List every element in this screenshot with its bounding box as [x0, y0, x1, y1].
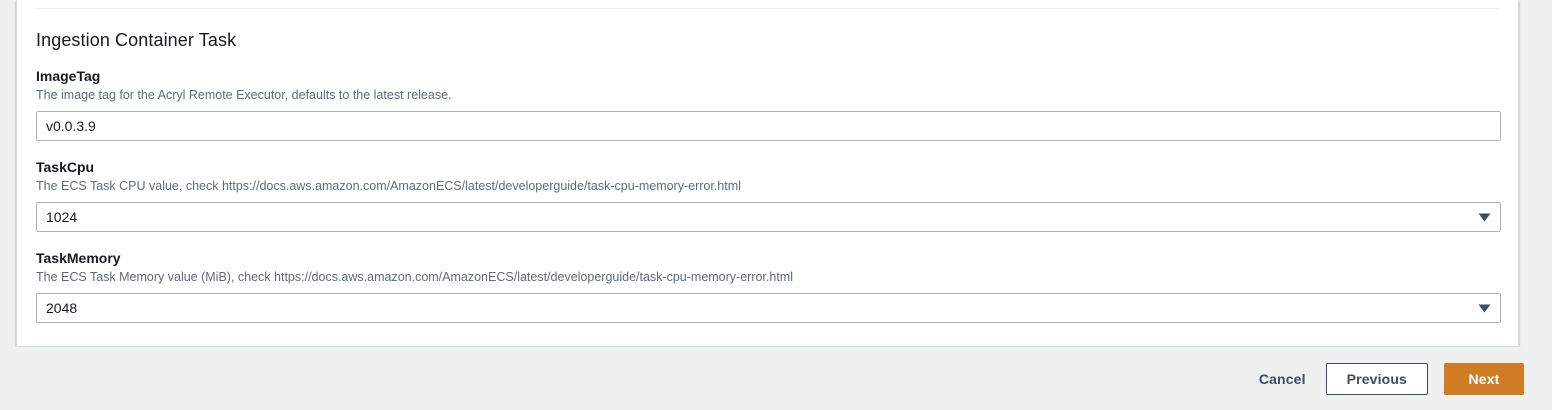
taskmemory-select-value: 2048	[46, 300, 78, 316]
field-label-imagetag: ImageTag	[36, 68, 101, 84]
form-card-inner: Ingestion Container Task ImageTag The im…	[17, 8, 1518, 323]
previous-button[interactable]: Previous	[1325, 362, 1428, 395]
imagetag-input[interactable]	[36, 111, 1501, 141]
form-field-taskcpu: TaskCpu The ECS Task CPU value, check ht…	[36, 158, 1501, 232]
taskcpu-select-value: 1024	[46, 209, 78, 225]
field-description-imagetag: The image tag for the Acryl Remote Execu…	[36, 88, 452, 102]
next-button[interactable]: Next	[1444, 362, 1524, 395]
field-description-taskcpu: The ECS Task CPU value, check https://do…	[36, 179, 741, 193]
taskcpu-select[interactable]: 1024	[36, 202, 1501, 232]
form-field-taskmemory: TaskMemory The ECS Task Memory value (Mi…	[36, 249, 1501, 323]
field-control-taskmemory: 2048	[36, 293, 1501, 323]
section-divider	[36, 8, 1499, 9]
cancel-button[interactable]: Cancel	[1255, 365, 1310, 393]
section-title: Ingestion Container Task	[36, 30, 237, 50]
taskmemory-select[interactable]: 2048	[36, 293, 1501, 323]
field-description-taskmemory: The ECS Task Memory value (MiB), check h…	[36, 270, 793, 284]
wizard-footer-actions: Cancel Previous Next	[0, 347, 1552, 410]
field-control-taskcpu: 1024	[36, 202, 1501, 232]
field-control-imagetag	[36, 111, 1501, 141]
field-label-taskmemory: TaskMemory	[36, 250, 121, 266]
form-field-imagetag: ImageTag The image tag for the Acryl Rem…	[36, 67, 1501, 141]
form-card: Ingestion Container Task ImageTag The im…	[16, 0, 1519, 347]
field-label-taskcpu: TaskCpu	[36, 159, 95, 175]
